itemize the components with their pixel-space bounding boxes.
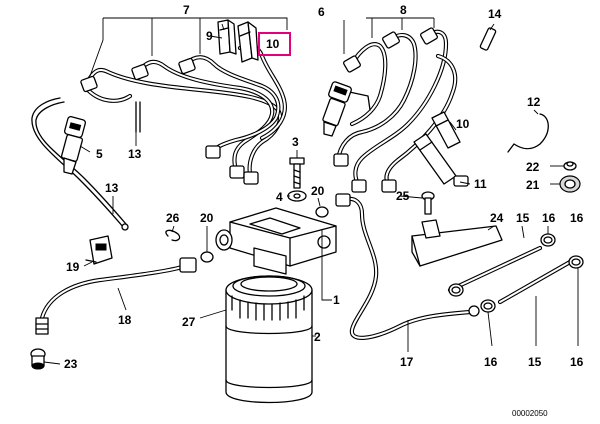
- clip-9: [217, 19, 237, 55]
- callout-26: 26: [166, 211, 180, 225]
- callout-21: 21: [526, 178, 540, 192]
- diagram-ref-number: 00002050: [512, 409, 548, 418]
- callout-24: 24: [490, 211, 504, 225]
- clip-26: [165, 229, 181, 242]
- callout-20-lower: 20: [200, 211, 214, 225]
- callout-18: 18: [118, 313, 132, 327]
- callout-16-upper: 16: [542, 211, 556, 225]
- callout-numbers: 7 9 10 6 8 14 10 12 22 21 11 5 13 13 3 4…: [64, 3, 584, 371]
- washer-4: [287, 190, 307, 202]
- holder-11: [413, 133, 469, 187]
- hose-15-upper: [447, 245, 543, 293]
- callout-8: 8: [400, 3, 407, 17]
- callout-19: 19: [66, 260, 80, 274]
- hose-15-lower: [497, 259, 573, 305]
- clip-10-right: [431, 111, 461, 149]
- callout-9: 9: [206, 29, 213, 43]
- callout-6: 6: [318, 5, 325, 19]
- callout-12: 12: [527, 95, 541, 109]
- callout-16-low-b: 16: [570, 355, 584, 369]
- callout-11: 11: [474, 177, 487, 191]
- sensor-19: [85, 235, 113, 265]
- injection-lines-right: [333, 27, 458, 193]
- nut-22: [563, 161, 577, 171]
- callout-3: 3: [292, 135, 299, 149]
- callout-5: 5: [96, 147, 103, 161]
- connector-23: [30, 348, 46, 370]
- seal-20-upper: [315, 206, 329, 218]
- leader-lines: [43, 17, 579, 365]
- fuel-filter-cartridge: [225, 275, 313, 404]
- highlight-box-callout-10: [258, 32, 291, 56]
- hose-clamp-16b: [568, 255, 584, 269]
- callout-23: 23: [64, 357, 78, 371]
- callout-14: 14: [488, 7, 502, 21]
- callout-4: 4: [276, 190, 283, 204]
- hose-clamp-16c: [448, 283, 464, 297]
- callout-20-upper: 20: [311, 184, 325, 198]
- callout-27: 27: [182, 315, 196, 329]
- clip-10: [237, 21, 259, 63]
- pipe-14: [479, 27, 497, 51]
- callout-25: 25: [396, 189, 410, 203]
- injection-lines-left: [80, 43, 287, 185]
- seal-20-lower: [200, 251, 214, 263]
- callout-10-right: 10: [456, 117, 470, 131]
- callout-16-low-a: 16: [484, 355, 498, 369]
- callout-2: 2: [314, 330, 321, 344]
- clamp-12: [507, 113, 549, 153]
- fuel-filter-head: [215, 207, 337, 275]
- screw-25: [421, 191, 435, 215]
- fuel-line-17: [335, 193, 480, 340]
- hose-clamp-16d: [480, 299, 496, 313]
- hose-clamp-16a: [540, 233, 556, 247]
- injector-left: [31, 97, 129, 231]
- bolt-3: [289, 157, 305, 189]
- callout-17: 17: [400, 355, 414, 369]
- callout-22: 22: [526, 160, 540, 174]
- grommet-21: [559, 175, 581, 193]
- injector-right: [322, 81, 352, 137]
- fuel-line-18: [35, 257, 197, 335]
- callout-10-top: 10: [266, 37, 280, 51]
- bracket-24: [411, 219, 503, 267]
- callout-13-upper: 13: [128, 147, 142, 161]
- callout-16-upper-right: 16: [570, 211, 584, 225]
- callout-15-upper: 15: [516, 211, 530, 225]
- callout-1: 1: [333, 293, 340, 307]
- callout-7: 7: [183, 3, 190, 17]
- callout-13-lower: 13: [105, 181, 119, 195]
- callout-15-lower: 15: [528, 355, 542, 369]
